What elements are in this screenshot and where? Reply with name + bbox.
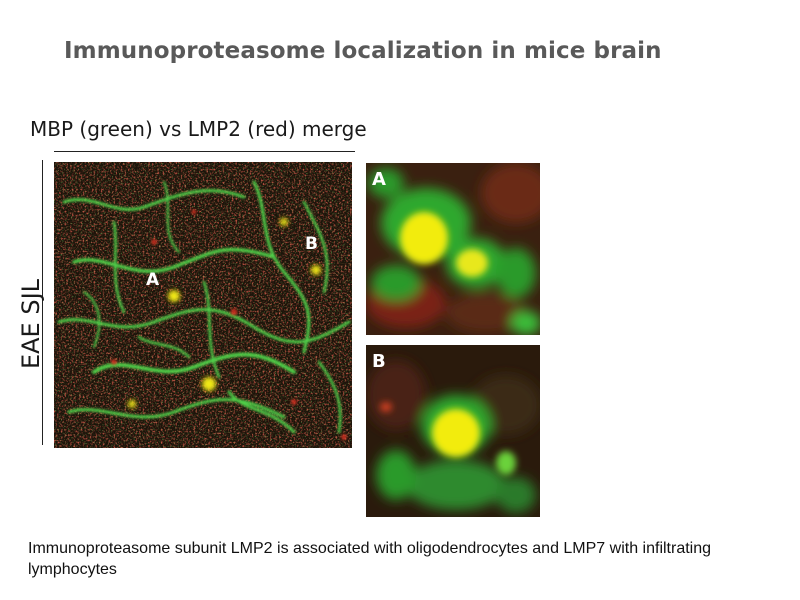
side-label: EAE SJL	[17, 278, 45, 370]
slide-title: Immunoproteasome localization in mice br…	[64, 38, 662, 64]
main-micrograph-image	[54, 162, 352, 448]
figure-heading: MBP (green) vs LMP2 (red) merge	[30, 117, 367, 141]
inset-a: A	[366, 163, 540, 335]
heading-rule	[54, 151, 355, 152]
side-rule	[42, 160, 43, 445]
inset-b-label: B	[372, 351, 386, 372]
inset-a-image	[366, 163, 540, 335]
main-label-a: A	[146, 270, 160, 290]
inset-b: B	[366, 345, 540, 517]
main-label-b: B	[305, 234, 318, 254]
main-micrograph: A B	[54, 162, 352, 448]
slide-caption: Immunoproteasome subunit LMP2 is associa…	[28, 540, 712, 578]
inset-a-label: A	[372, 169, 386, 190]
inset-b-image	[366, 345, 540, 517]
